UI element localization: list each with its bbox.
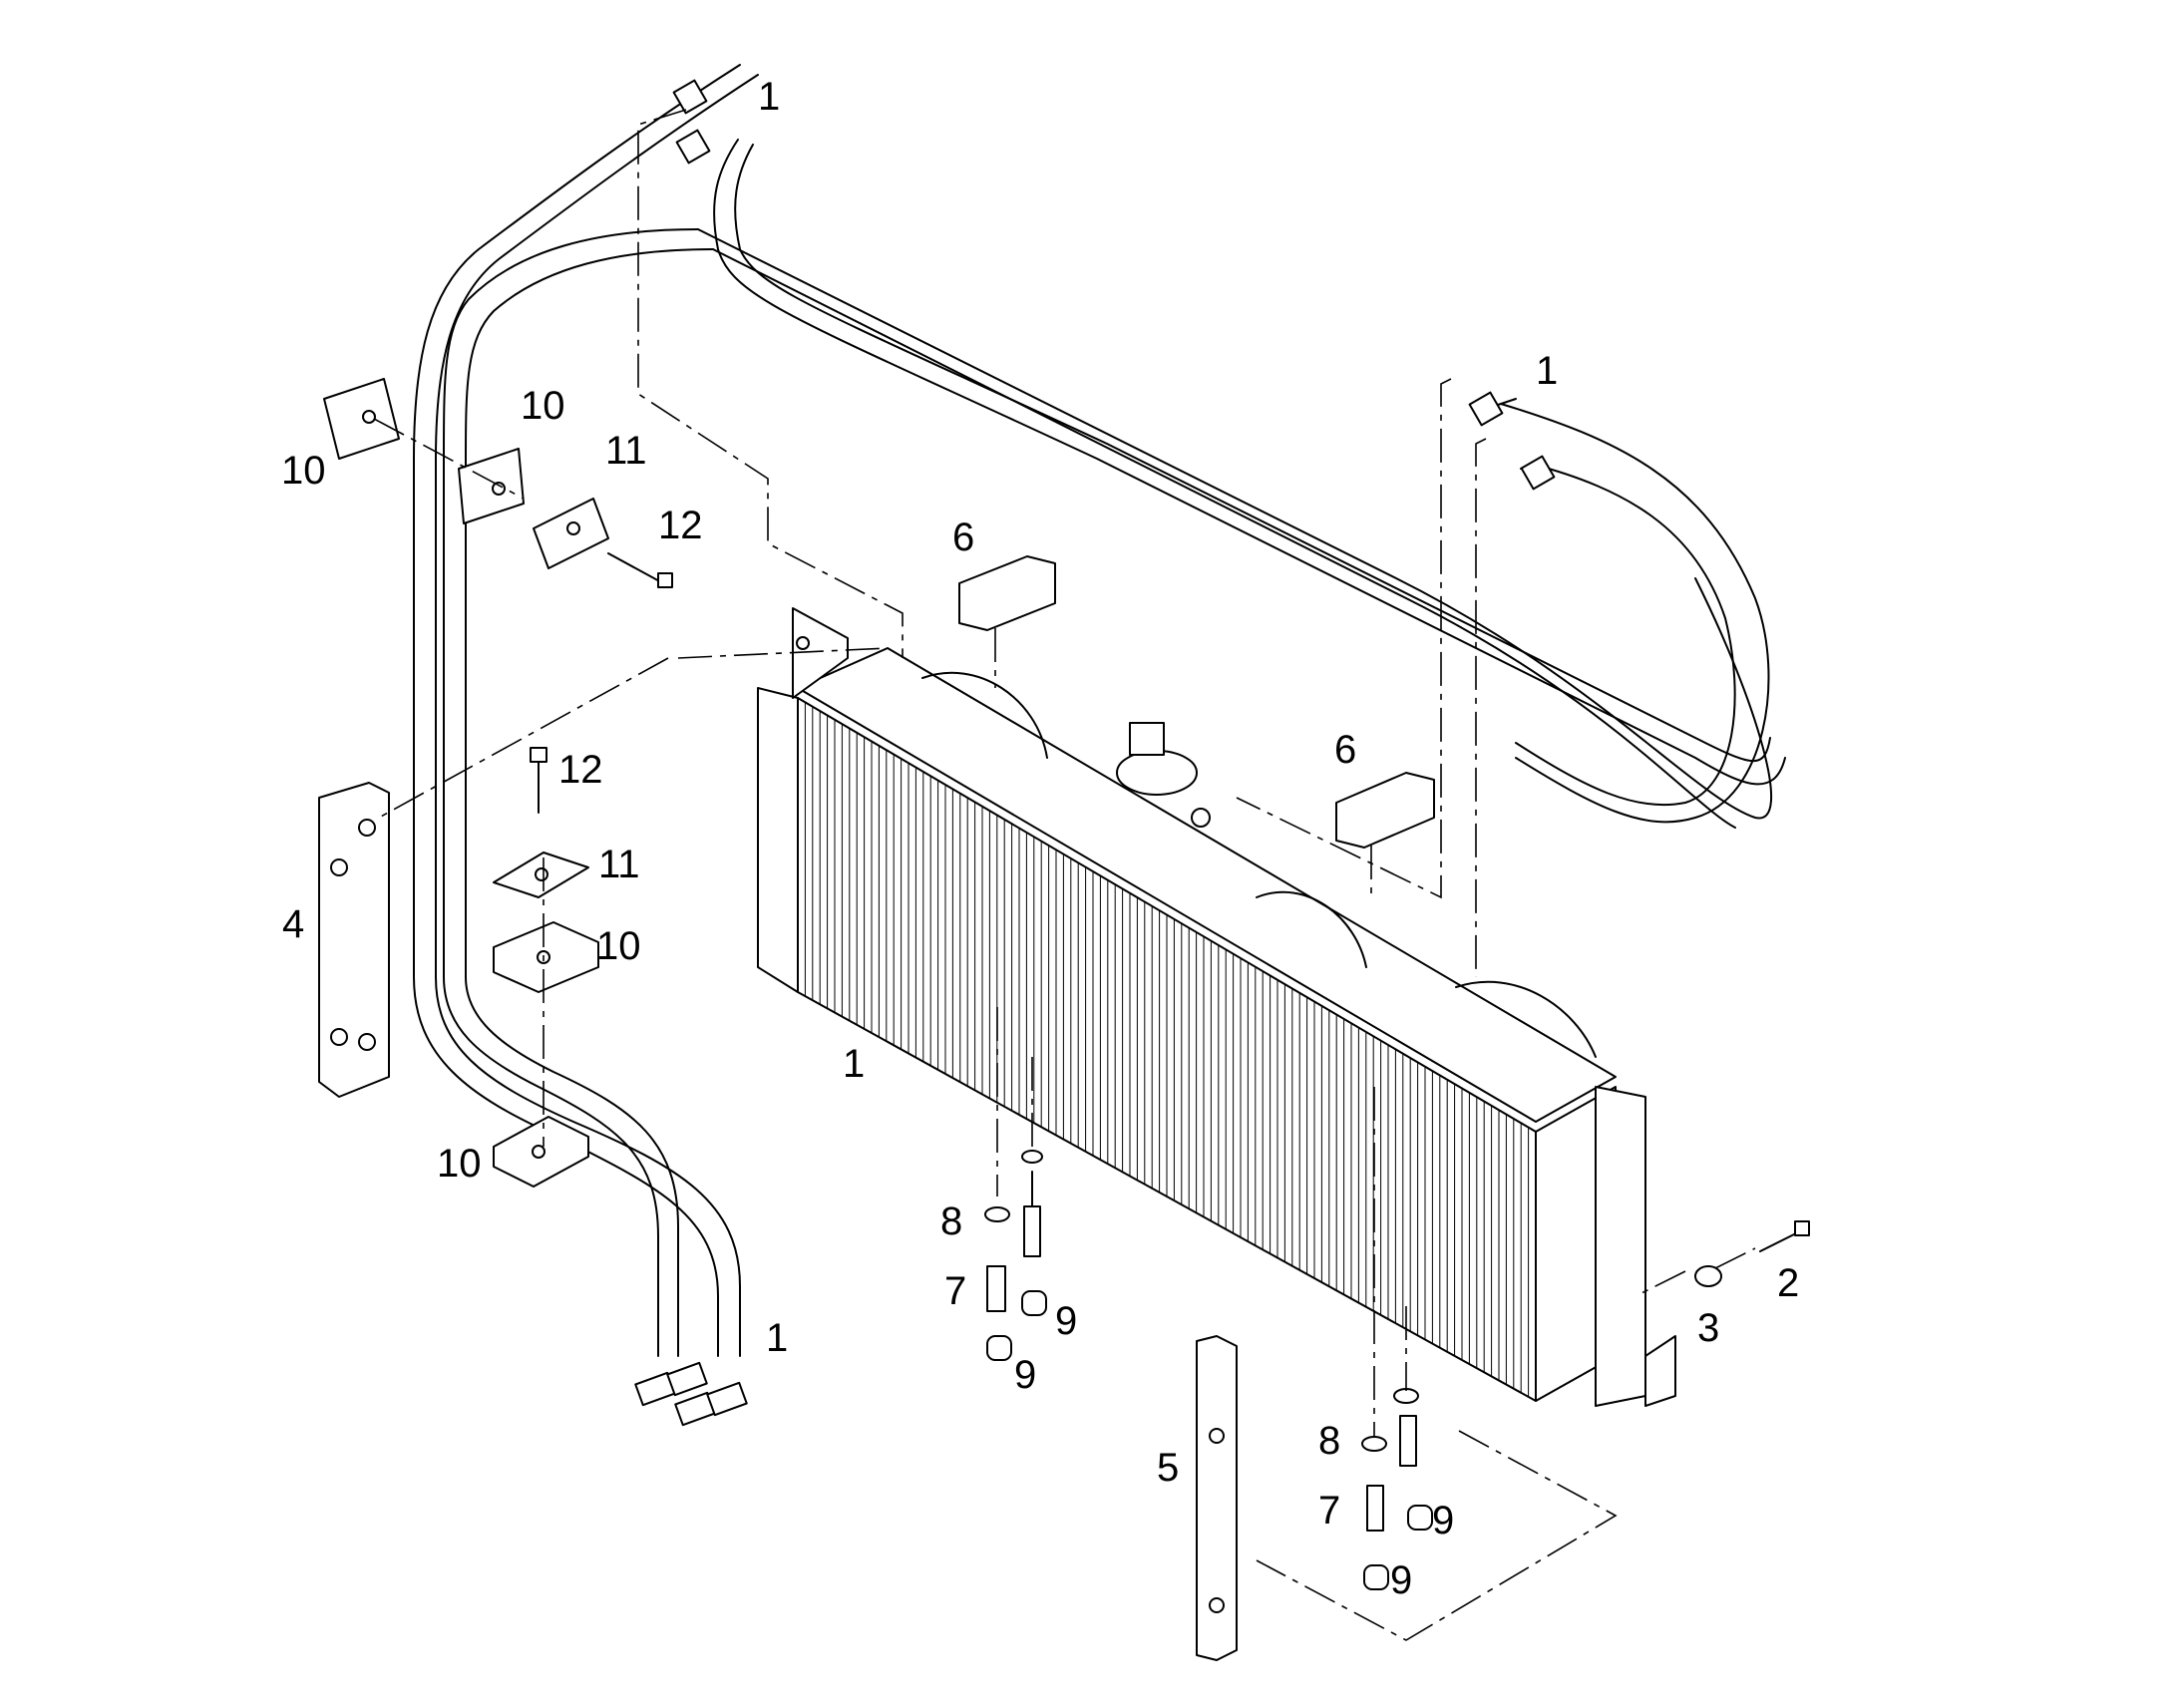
callout-4: 4: [282, 902, 304, 946]
spacer-blocks: [958, 555, 1435, 849]
callout-12-upper: 12: [658, 504, 703, 547]
callout-7-left: 7: [944, 1269, 966, 1313]
callout-9-left-upper: 9: [1055, 1299, 1077, 1343]
callout-11-upper: 11: [605, 429, 647, 473]
callout-1-cooler: 1: [843, 1042, 865, 1086]
clamp-parts: [323, 378, 673, 1188]
callout-12-middle: 12: [558, 748, 603, 792]
hydraulic-lines: [413, 64, 1786, 1357]
callout-10-left: 10: [281, 449, 326, 493]
callout-1-bottom: 1: [766, 1316, 788, 1360]
callout-10-middle: 10: [596, 924, 641, 968]
oil-cooler: [757, 607, 1676, 1407]
callout-11-middle: 11: [598, 843, 640, 886]
callout-3: 3: [1697, 1306, 1719, 1350]
callout-8-left: 8: [940, 1199, 962, 1243]
mounting-brackets: [318, 782, 1238, 1661]
hose-fittings: [634, 79, 1556, 1427]
callout-8-right: 8: [1318, 1419, 1340, 1463]
callout-10-bottom: 10: [437, 1142, 482, 1186]
callout-9-right-upper: 9: [1432, 1499, 1454, 1542]
callout-10-upper: 10: [521, 384, 565, 428]
assembly-lines: [373, 109, 1756, 1641]
callout-9-left-lower: 9: [1014, 1353, 1036, 1397]
callout-6-right: 6: [1334, 728, 1356, 772]
callout-6-left: 6: [952, 515, 974, 559]
callout-1-top: 1: [758, 75, 780, 119]
fasteners: [984, 1150, 1810, 1590]
callout-labels: 1 1 10 11 12 10 6 12 6 11 4 10 1 10 8 7 …: [281, 75, 1799, 1602]
callout-7-right: 7: [1318, 1489, 1340, 1533]
callout-1-right: 1: [1536, 349, 1558, 393]
callout-5: 5: [1157, 1446, 1179, 1490]
callout-9-right-lower: 9: [1390, 1558, 1412, 1602]
callout-2: 2: [1777, 1261, 1799, 1305]
